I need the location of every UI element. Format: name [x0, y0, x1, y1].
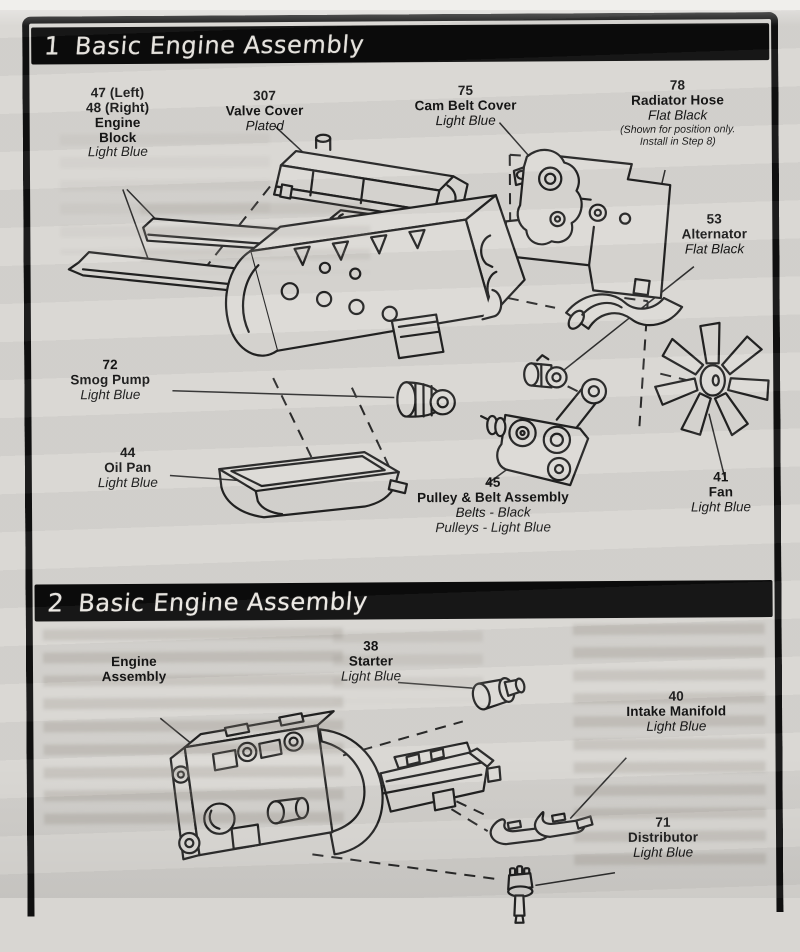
label-radiator-hose: 78 Radiator Hose Flat Black (Shown for p…	[620, 77, 736, 148]
section-1-diagram-area: 47 (Left) 48 (Right) Engine Block Light …	[29, 60, 774, 581]
smog-pump-drawing	[396, 381, 456, 418]
label-engine-block: 47 (Left) 48 (Right) Engine Block Light …	[85, 84, 150, 160]
oil-pan-drawing	[218, 450, 409, 519]
label-engine-assembly: Engine Assembly	[101, 653, 167, 684]
label-starter: 38 Starter Light Blue	[340, 638, 402, 684]
label-fan: 41 Fan Light Blue	[690, 469, 752, 515]
instruction-sheet: 1 Basic Engine Assembly	[22, 12, 784, 924]
radiator-hose-drawing	[565, 293, 684, 330]
exploded-diagram-step2	[159, 677, 627, 924]
label-smog-pump: 72 Smog Pump Light Blue	[70, 357, 151, 402]
section-1-title: Basic Engine Assembly	[73, 30, 366, 61]
section-1-header: 1 Basic Engine Assembly	[31, 23, 770, 65]
label-valve-cover: 307 Valve Cover Plated	[225, 88, 304, 133]
section-2-diagram-area: Engine Assembly 38 Starter Light Blue 40…	[33, 617, 777, 952]
distributor-drawing	[507, 865, 534, 924]
section-2-number: 2	[46, 588, 65, 618]
label-pulley-belt-assembly: 45 Pulley & Belt Assembly Belts - Black …	[417, 474, 569, 535]
engine-block-drawing	[224, 194, 526, 360]
exploded-diagram-step1	[67, 122, 770, 519]
label-intake-manifold: 40 Intake Manifold Light Blue	[626, 688, 727, 734]
fan-drawing	[654, 321, 770, 437]
alternator-drawing	[523, 354, 568, 389]
label-distributor: 71 Distributor Light Blue	[627, 814, 699, 860]
label-alternator: 53 Alternator Flat Black	[681, 211, 748, 257]
label-oil-pan: 44 Oil Pan Light Blue	[97, 444, 158, 490]
starter-drawing	[471, 677, 526, 711]
intake-manifold-drawing	[489, 810, 594, 846]
label-cam-belt-cover: 75 Cam Belt Cover Light Blue	[414, 82, 517, 128]
transmission-drawing	[379, 741, 502, 813]
pulley-belt-assembly-drawing	[479, 378, 608, 487]
bell-housing-drawing	[318, 728, 384, 856]
cam-belt-cover-drawing	[512, 148, 583, 246]
section-1-number: 1	[43, 31, 62, 61]
section-2-header: 2 Basic Engine Assembly	[34, 580, 773, 622]
engine-assembly-drawing	[169, 710, 335, 861]
section-2-title: Basic Engine Assembly	[77, 587, 369, 618]
scan-top-edge	[0, 0, 800, 10]
